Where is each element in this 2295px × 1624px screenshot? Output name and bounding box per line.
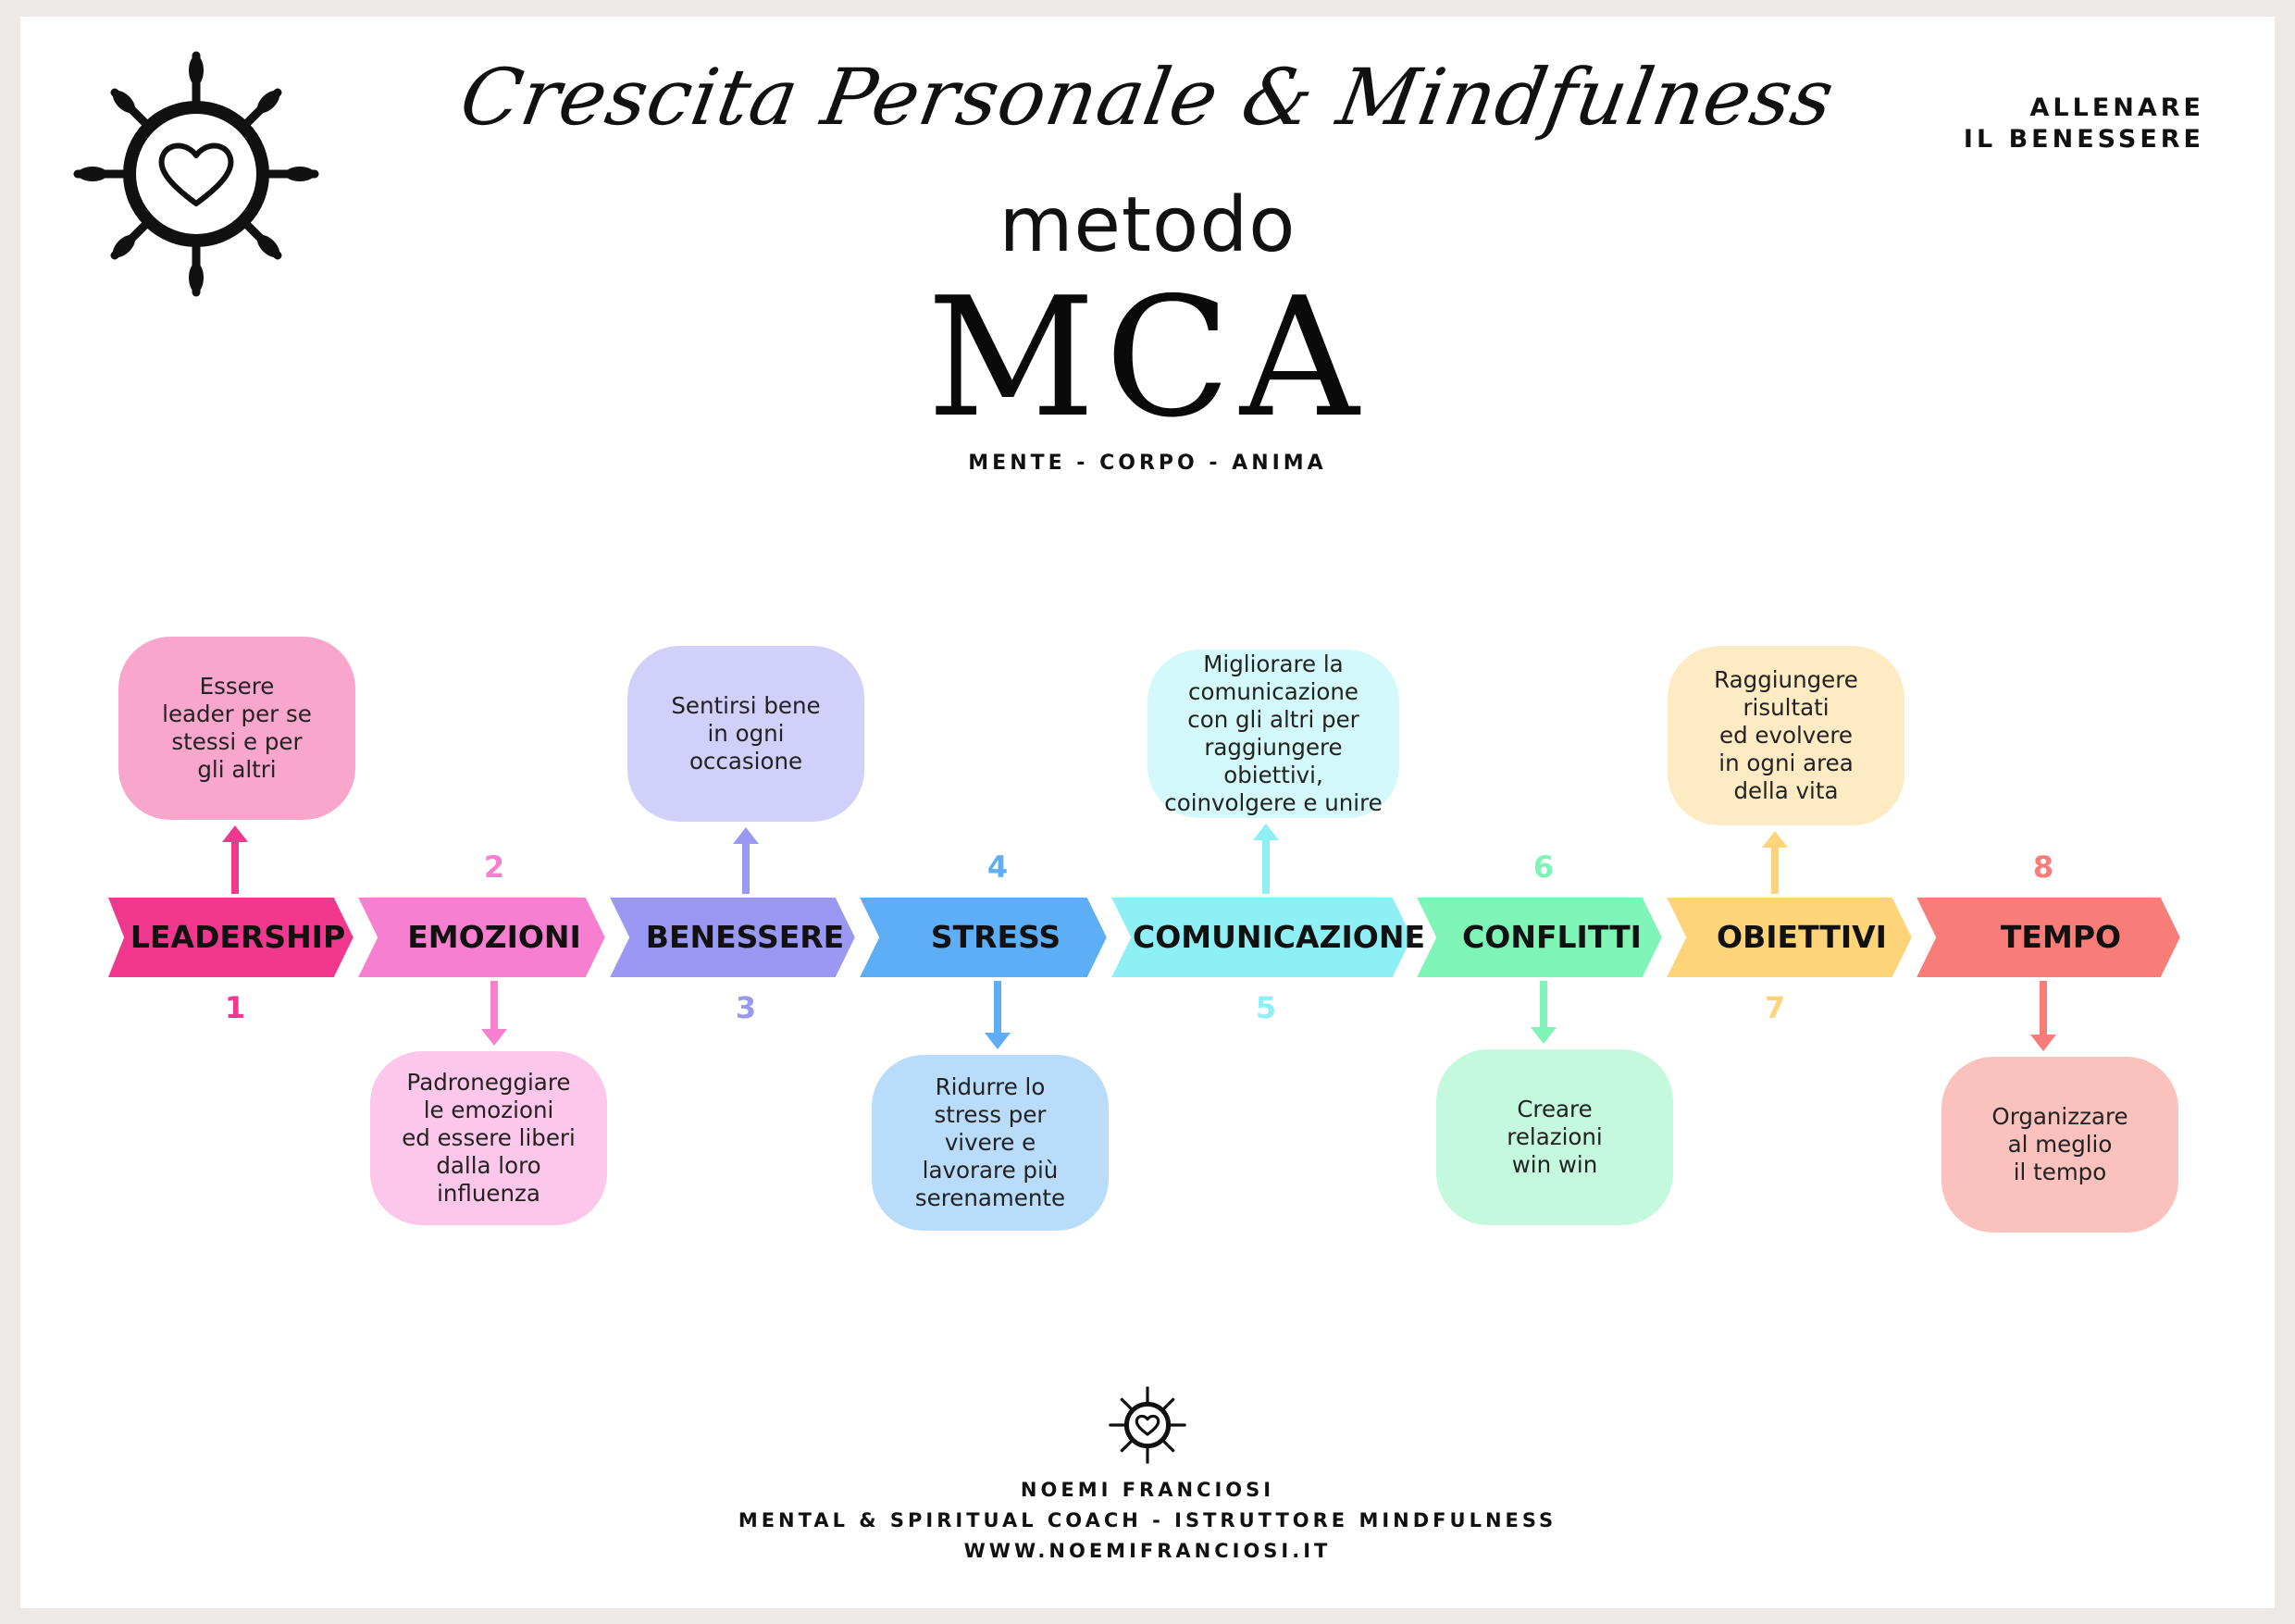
- pretitle-metodo: metodo: [999, 181, 1296, 269]
- chevron-conflitti: [1410, 894, 1667, 981]
- step-label-emozioni: EMOZIONI: [407, 919, 581, 955]
- description-box-8: Organizzare al meglio il tempo: [1941, 1057, 2178, 1233]
- tagline-line-1: ALLENARE: [2029, 93, 2204, 122]
- step-label-comunicazione: COMUNICAZIONE: [1133, 919, 1425, 955]
- tagline: ALLENARE IL BENESSERE: [1964, 93, 2204, 155]
- timeline-flow: [103, 824, 2185, 1051]
- arrowhead-3: [733, 827, 759, 844]
- description-box-3: Sentirsi bene in ogni occasione: [627, 646, 864, 822]
- description-text-8: Organizzare al meglio il tempo: [1991, 1103, 2128, 1185]
- step-number-8: 8: [2032, 849, 2054, 885]
- description-text-4: Ridurre lo stress per vivere e lavorare …: [914, 1073, 1066, 1211]
- tagline-line-2: IL BENESSERE: [1963, 125, 2204, 154]
- step-number-6: 6: [1532, 849, 1555, 885]
- step-label-obiettivi: OBIETTIVI: [1717, 919, 1887, 955]
- step-number-4: 4: [986, 849, 1009, 885]
- step-number-7: 7: [1764, 990, 1786, 1025]
- step-number-5: 5: [1255, 990, 1277, 1025]
- description-text-5: Migliorare la comunicazione con gli altr…: [1164, 651, 1383, 816]
- chevron-tempo: [1910, 894, 2185, 981]
- ship-wheel-heart-icon: [73, 51, 319, 297]
- footer-role: MENTAL & SPIRITUAL COACH - ISTRUTTORE MI…: [738, 1509, 1557, 1531]
- step-label-conflitti: CONFLITTI: [1462, 919, 1642, 955]
- step-label-tempo: TEMPO: [2000, 919, 2122, 955]
- description-box-4: Ridurre lo stress per vivere e lavorare …: [872, 1055, 1109, 1231]
- chevron-emozioni: [352, 894, 610, 981]
- description-text-3: Sentirsi bene in ogni occasione: [671, 692, 821, 775]
- arrowhead-5: [1253, 824, 1279, 840]
- step-number-1: 1: [224, 990, 246, 1025]
- description-box-2: Padroneggiare le emozioni ed essere libe…: [370, 1051, 607, 1225]
- chevron-benessere: [603, 894, 860, 981]
- description-text-1: Essere leader per se stessi e per gli al…: [162, 673, 312, 783]
- step-number-2: 2: [483, 849, 505, 885]
- chevron-stress: [853, 894, 1111, 981]
- arrowhead-2: [481, 1029, 507, 1046]
- subtitle: MENTE - CORPO - ANIMA: [968, 452, 1327, 475]
- chevron-comunicazione: [1105, 894, 1417, 981]
- arrowhead-6: [1531, 1027, 1557, 1044]
- main-title: MCA: [926, 262, 1369, 453]
- arrowhead-8: [2030, 1035, 2056, 1051]
- description-text-2: Padroneggiare le emozioni ed essere libe…: [402, 1069, 576, 1207]
- description-text-7: Raggiungere risultati ed evolvere in ogn…: [1714, 666, 1858, 804]
- description-box-1: Essere leader per se stessi e per gli al…: [118, 637, 355, 820]
- chevron-leadership: [103, 894, 358, 981]
- arrowhead-4: [985, 1033, 1011, 1049]
- arrowhead-7: [1762, 831, 1788, 848]
- step-number-3: 3: [735, 990, 757, 1025]
- infographic-sheet: Crescita Personale & Mindfulness metodo …: [20, 17, 2275, 1608]
- arrowhead-1: [222, 825, 248, 842]
- description-box-6: Creare relazioni win win: [1436, 1049, 1673, 1225]
- description-box-5: Migliorare la comunicazione con gli altr…: [1148, 650, 1399, 818]
- step-label-leadership: LEADERSHIP: [130, 919, 346, 955]
- description-box-7: Raggiungere risultati ed evolvere in ogn…: [1668, 646, 1904, 825]
- step-label-benessere: BENESSERE: [645, 919, 845, 955]
- footer-website-link[interactable]: WWW.NOEMIFRANCIOSI.IT: [963, 1540, 1332, 1562]
- ship-wheel-heart-small-icon: [1109, 1386, 1186, 1464]
- description-text-6: Creare relazioni win win: [1507, 1096, 1603, 1178]
- footer-name: NOEMI FRANCIOSI: [1020, 1479, 1275, 1501]
- step-label-stress: STRESS: [930, 919, 1061, 955]
- chevron-obiettivi: [1660, 894, 1917, 981]
